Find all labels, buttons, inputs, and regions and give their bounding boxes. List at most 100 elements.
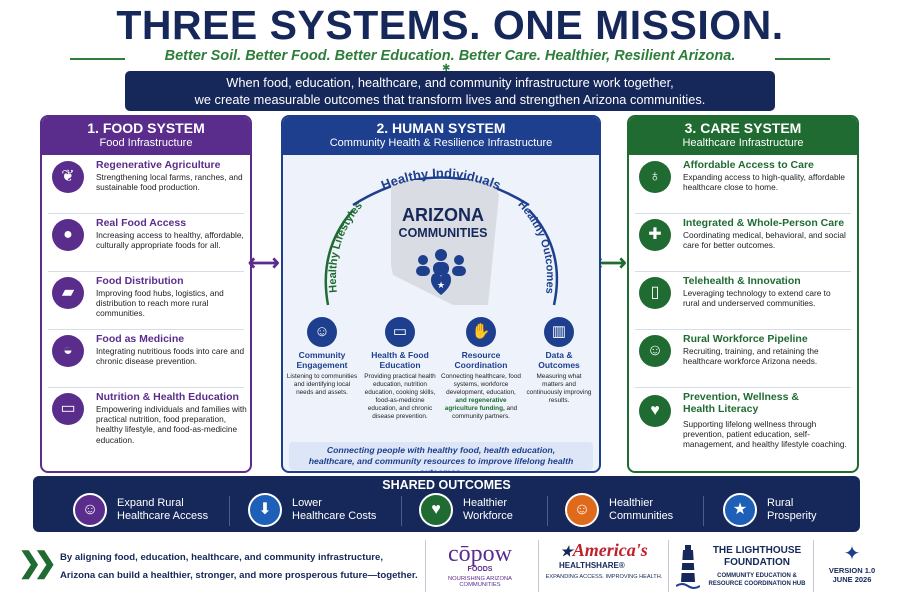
- food-item-regenerative: ❦ Regenerative Agriculture Strengthening…: [48, 157, 244, 214]
- care-item-access: ♁ Affordable Access to Care Expanding ac…: [635, 157, 851, 214]
- monitor-plus-icon: ✚: [639, 219, 671, 251]
- banner-line-2: we create measurable outcomes that trans…: [194, 92, 706, 107]
- logo-divider: [813, 540, 814, 592]
- americas-healthshare-logo: ★America's HEALTHSHARE® EXPANDING ACCESS…: [545, 540, 663, 580]
- item-desc: Coordinating medical, behavioral, and so…: [683, 230, 846, 251]
- leaf-icon: ✱: [442, 63, 451, 74]
- item-desc: Strengthening local farms, ranches, and …: [96, 172, 243, 193]
- heartbeat-icon: ♥: [639, 395, 671, 427]
- copow-sub: FOODS: [467, 566, 493, 573]
- subtitle: Better Soil. Better Food. Better Educati…: [164, 48, 736, 64]
- center-line-2: COMMUNITIES: [398, 226, 488, 240]
- intro-banner: When food, education, healthcare, and co…: [125, 71, 775, 111]
- footer-line-1: Connecting people with healthy food, hea…: [326, 445, 556, 455]
- food-system-subtitle: Food Infrastructure: [99, 137, 193, 149]
- care-item-workforce: ☺ Rural Workforce Pipeline Recruiting, t…: [635, 331, 851, 388]
- item-title: Nutrition & Health Education: [96, 391, 239, 403]
- people-icon: ☺: [73, 493, 107, 527]
- apple-icon: ●: [52, 219, 84, 251]
- people-group-icon: [416, 249, 466, 276]
- lh-name-2: FOUNDATION: [724, 557, 790, 568]
- item-title: Food Distribution: [96, 275, 184, 287]
- item-desc: Recruiting, training, and retaining the …: [683, 346, 819, 367]
- page-title: THREE SYSTEMS. ONE MISSION.: [116, 2, 784, 48]
- col-desc: Listening to communities and identifying…: [286, 373, 358, 396]
- human-system-subtitle: Community Health & Resilience Infrastruc…: [329, 137, 553, 149]
- item-desc: Increasing access to healthy, affordable…: [96, 230, 244, 251]
- ahs-sub: HEALTHSHARE®: [559, 561, 625, 570]
- col-title: Data & Outcomes: [538, 350, 580, 370]
- item-title: Telehealth & Innovation: [683, 275, 801, 287]
- center-line-1: ARIZONA: [402, 205, 484, 225]
- star-icon: ★: [560, 545, 573, 560]
- footer-line-2: healthcare, and community resources to i…: [308, 456, 574, 473]
- care-system-subtitle: Healthcare Infrastructure: [682, 137, 804, 149]
- care-item-prevention: ♥ Prevention, Wellness & Health Literacy…: [635, 389, 851, 469]
- col-title: Community Engagement: [296, 350, 348, 370]
- stethoscope-icon: ♁: [639, 161, 671, 193]
- item-title: Affordable Access to Care: [683, 159, 814, 171]
- logo-divider: [668, 540, 669, 592]
- bar-chart-icon: ▥: [544, 317, 574, 347]
- food-system-title: 1. FOOD SYSTEM: [87, 120, 205, 136]
- food-item-real-food: ● Real Food Access Increasing access to …: [48, 215, 244, 272]
- outcome-divider: [229, 496, 230, 526]
- arizona-graphic: Healthy Individuals Healthy Lifestyles H…: [324, 165, 559, 306]
- item-desc: Integrating nutritious foods into care a…: [96, 346, 245, 367]
- lighthouse-icon: [676, 545, 700, 589]
- col-desc: Connecting healthcare, food systems, wor…: [441, 373, 521, 421]
- closing-statement: By aligning food, education, healthcare,…: [60, 549, 420, 585]
- col-desc: Providing practical health education, nu…: [364, 373, 436, 420]
- lh-tag-2: RESOURCE COORDINATION HUB: [708, 581, 806, 587]
- version-label: VERSION 1.0: [828, 566, 876, 575]
- book-apple-icon: ▭: [385, 317, 415, 347]
- copow-tagline: NOURISHING ARIZONA COMMUNITIES: [447, 576, 513, 588]
- heart-icon: [431, 273, 451, 295]
- arc-right-line: [528, 209, 559, 306]
- care-system-title: 3. CARE SYSTEM: [684, 120, 802, 136]
- community-icon: ☺: [565, 493, 599, 527]
- item-title: Integrated & Whole-Person Care: [683, 217, 845, 229]
- item-desc: Empowering individuals and families with…: [96, 404, 247, 445]
- item-desc: Improving food hubs, logistics, and dist…: [96, 288, 224, 319]
- human-col-engagement: ☺ Community Engagement Listening to comm…: [285, 317, 359, 397]
- ahs-name: ★America's: [560, 540, 648, 560]
- subtitle-row: Better Soil. Better Food. Better Educati…: [70, 48, 830, 70]
- care-system-panel: 3. CARE SYSTEM Healthcare Infrastructure…: [627, 115, 859, 473]
- down-arrow-icon: ⬇: [248, 493, 282, 527]
- human-system-panel: 2. HUMAN SYSTEM Community Health & Resil…: [281, 115, 601, 473]
- care-system-header: 3. CARE SYSTEM Healthcare Infrastructure: [629, 117, 857, 155]
- food-system-header: 1. FOOD SYSTEM Food Infrastructure: [42, 117, 250, 155]
- col-title: Resource Coordination: [454, 350, 508, 370]
- human-system-title: 2. HUMAN SYSTEM: [376, 120, 506, 136]
- phone-icon: ▯: [639, 277, 671, 309]
- food-item-medicine: ◒ Food as Medicine Integrating nutritiou…: [48, 331, 244, 388]
- closing-line-2: Arizona can build a healthier, stronger,…: [60, 570, 418, 581]
- copow-logo: cōpow FOODS NOURISHING ARIZONA COMMUNITI…: [430, 542, 530, 588]
- col-title: Health & Food Education: [371, 350, 429, 370]
- col-desc: Measuring what matters and continuously …: [526, 373, 592, 404]
- item-title: Rural Workforce Pipeline: [683, 333, 808, 345]
- shared-outcomes-title: SHARED OUTCOMES: [382, 478, 511, 492]
- col-desc-highlight: and regenerative agriculture funding,: [444, 397, 507, 412]
- closing-line-1: By aligning food, education, healthcare,…: [60, 552, 384, 563]
- item-title: Prevention, Wellness & Health Literacy: [683, 391, 799, 415]
- book-icon: ▭: [52, 393, 84, 425]
- star-icon: ★: [437, 280, 445, 290]
- care-item-telehealth: ▯ Telehealth & Innovation Leveraging tec…: [635, 273, 851, 330]
- lh-name-1: THE LIGHTHOUSE: [712, 545, 802, 556]
- outcome-divider: [703, 496, 704, 526]
- human-system-header: 2. HUMAN SYSTEM Community Health & Resil…: [283, 117, 599, 155]
- item-desc: Supporting lifelong wellness through pre…: [683, 419, 847, 450]
- human-col-education: ▭ Health & Food Education Providing prac…: [363, 317, 437, 421]
- outcome-divider: [401, 496, 402, 526]
- outcome-divider: [547, 496, 548, 526]
- ahs-tagline: EXPANDING ACCESS. IMPROVING HEALTH.: [545, 574, 663, 580]
- item-title: Regenerative Agriculture: [96, 159, 221, 171]
